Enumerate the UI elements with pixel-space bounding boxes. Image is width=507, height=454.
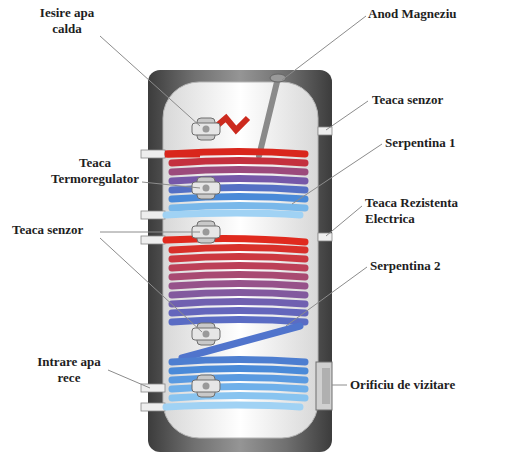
pipe-stub: [141, 403, 165, 411]
coil-turn: [172, 396, 305, 399]
part-label: Teaca Termoregulator: [36, 155, 154, 187]
anode-cap: [270, 74, 286, 82]
coil-turn: [172, 320, 305, 323]
pipe-stub: [141, 150, 165, 158]
coil-turn: [168, 152, 305, 155]
sensor-stub: [318, 127, 332, 135]
part-label: Teaca senzor: [12, 222, 122, 238]
pipe-stub: [141, 236, 165, 244]
coil-turn: [166, 213, 300, 215]
part-label: Orificiu de vizitare: [350, 377, 505, 393]
inspection-cover: [322, 368, 330, 404]
anode-rod: [259, 82, 277, 156]
leader-line: [100, 232, 200, 233]
part-label: Serpentina 2: [370, 258, 500, 274]
coil-turn: [172, 266, 305, 269]
part-label: Intrare apa rece: [26, 354, 112, 386]
sensor-stub: [318, 233, 332, 241]
tank-inner: [163, 82, 318, 438]
inspection-flange: [316, 362, 332, 410]
coil-turn: [172, 302, 305, 305]
part-label: Anod Magneziu: [368, 6, 503, 22]
coil-turn: [172, 257, 305, 260]
part-label: Serpentina 1: [385, 135, 505, 151]
part-label: Teaca Rezistenta Electrica: [365, 195, 503, 227]
coil-turn: [172, 161, 305, 164]
leader-line: [326, 101, 368, 130]
coil-turn: [172, 311, 305, 314]
tank-shell: [148, 70, 332, 452]
pipe-stub: [141, 211, 165, 219]
leader-line: [100, 238, 202, 332]
coil-turn: [172, 248, 305, 251]
coil-turn: [172, 170, 305, 173]
coil-turn: [172, 284, 305, 287]
leader-line: [332, 385, 347, 386]
coil-turn: [172, 369, 305, 372]
coil-turn: [172, 179, 305, 182]
coil-turn: [172, 206, 305, 209]
coil-turn: [166, 238, 305, 242]
coil-turn: [172, 378, 305, 381]
coil-turn: [172, 197, 305, 200]
outlet-fitting: [192, 118, 220, 140]
part-label: Iesire apa calda: [28, 5, 106, 37]
coil-turn: [172, 275, 305, 278]
leader-line: [142, 182, 200, 188]
coil-turn: [172, 293, 305, 296]
leader-line: [282, 16, 366, 80]
coil-turn: [172, 360, 305, 363]
part-label: Teaca senzor: [372, 92, 502, 108]
leader-line: [326, 206, 362, 236]
leader-line: [286, 267, 367, 326]
inlet-fitting: [192, 375, 220, 397]
leader-line: [100, 36, 200, 126]
leader-line: [108, 370, 150, 388]
coil-turn: [166, 405, 300, 407]
